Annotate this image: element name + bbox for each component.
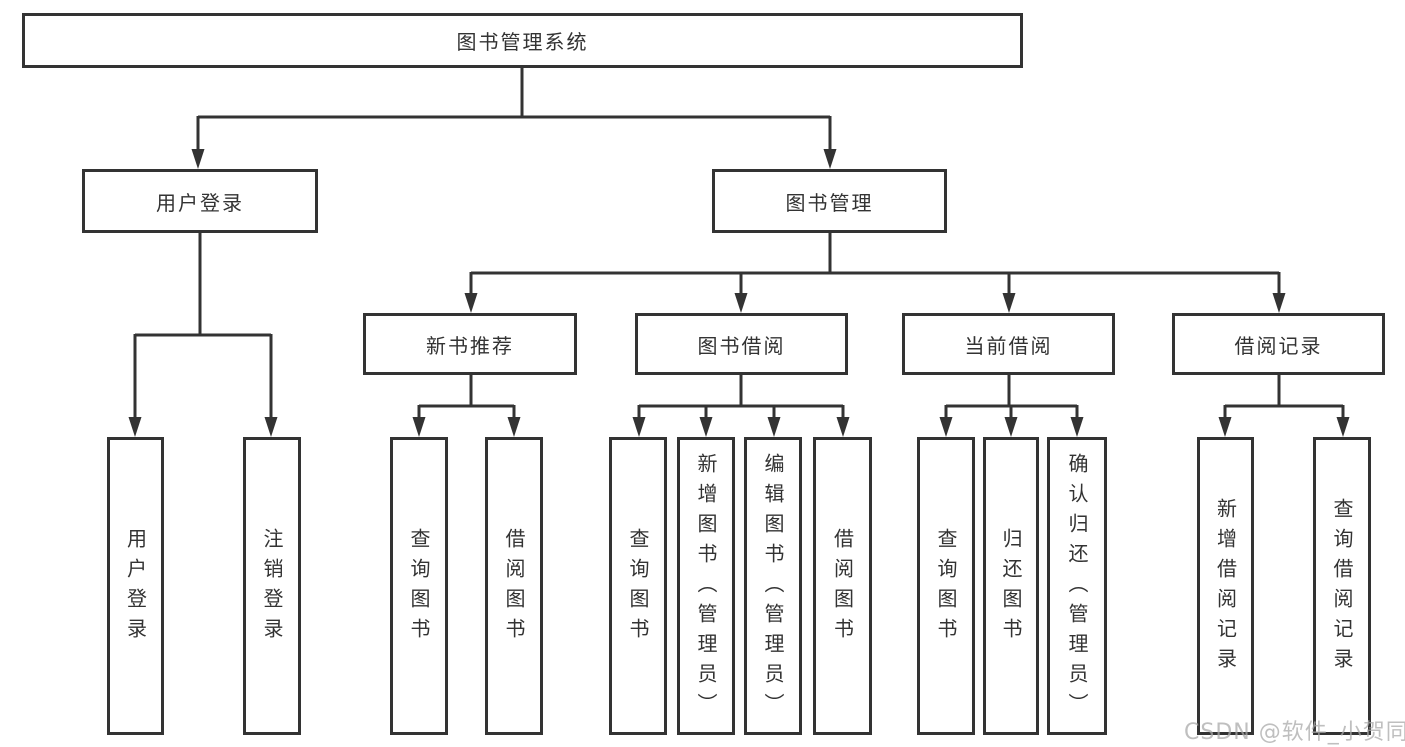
- node-leaf-user-login: 用户登录: [107, 437, 164, 735]
- node-book-management-label: 图书管理: [785, 190, 874, 215]
- node-leaf-borrow-add-book-label: 新增图书（管理员）: [694, 453, 718, 723]
- node-book-management: 图书管理: [712, 169, 947, 233]
- node-leaf-recommend-query-book-label: 查询图书: [407, 528, 431, 648]
- node-new-book-recommend: 新书推荐: [363, 313, 577, 375]
- node-leaf-borrow-query-book: 查询图书: [609, 437, 667, 735]
- node-leaf-logout-label: 注销登录: [260, 528, 284, 648]
- node-leaf-current-return-book-label: 归还图书: [999, 528, 1023, 648]
- node-leaf-user-login-label: 用户登录: [123, 528, 148, 648]
- node-borrow-record-label: 借阅记录: [1234, 333, 1323, 358]
- node-leaf-borrow-borrow-book-label: 借阅图书: [830, 528, 855, 648]
- node-leaf-borrow-add-book: 新增图书（管理员）: [677, 437, 735, 735]
- node-book-borrow-label: 图书借阅: [697, 333, 786, 358]
- node-leaf-borrow-query-book-label: 查询图书: [626, 528, 650, 648]
- node-leaf-borrow-edit-book-label: 编辑图书（管理员）: [761, 453, 785, 723]
- node-user-login: 用户登录: [82, 169, 318, 233]
- node-root: 图书管理系统: [22, 13, 1023, 68]
- node-user-login-label: 用户登录: [156, 190, 244, 215]
- node-leaf-current-query-book: 查询图书: [917, 437, 975, 735]
- node-leaf-record-query-label: 查询借阅记录: [1330, 498, 1354, 678]
- node-leaf-current-return-book: 归还图书: [983, 437, 1039, 735]
- node-leaf-record-add-label: 新增借阅记录: [1213, 498, 1238, 678]
- node-leaf-record-add: 新增借阅记录: [1197, 437, 1254, 735]
- node-leaf-record-query: 查询借阅记录: [1313, 437, 1371, 735]
- node-leaf-recommend-query-book: 查询图书: [390, 437, 448, 735]
- node-leaf-current-confirm-return: 确认归还（管理员）: [1047, 437, 1107, 735]
- node-leaf-borrow-borrow-book: 借阅图书: [813, 437, 872, 735]
- node-leaf-borrow-edit-book: 编辑图书（管理员）: [744, 437, 802, 735]
- node-current-borrow: 当前借阅: [902, 313, 1115, 375]
- node-leaf-recommend-borrow-book: 借阅图书: [485, 437, 543, 735]
- node-root-label: 图书管理系统: [456, 30, 589, 54]
- node-current-borrow-label: 当前借阅: [964, 333, 1053, 358]
- node-borrow-record: 借阅记录: [1172, 313, 1385, 375]
- arrowheads: [128, 149, 1350, 437]
- node-new-book-recommend-label: 新书推荐: [426, 333, 514, 358]
- csdn-watermark: CSDN @软件_小贺同学: [1184, 720, 1405, 745]
- node-leaf-recommend-borrow-book-label: 借阅图书: [502, 528, 526, 648]
- node-leaf-current-confirm-return-label: 确认归还（管理员）: [1065, 453, 1089, 723]
- node-leaf-logout: 注销登录: [243, 437, 301, 735]
- node-leaf-current-query-book-label: 查询图书: [934, 528, 958, 648]
- connector-path: [133, 68, 1345, 422]
- node-book-borrow: 图书借阅: [635, 313, 848, 375]
